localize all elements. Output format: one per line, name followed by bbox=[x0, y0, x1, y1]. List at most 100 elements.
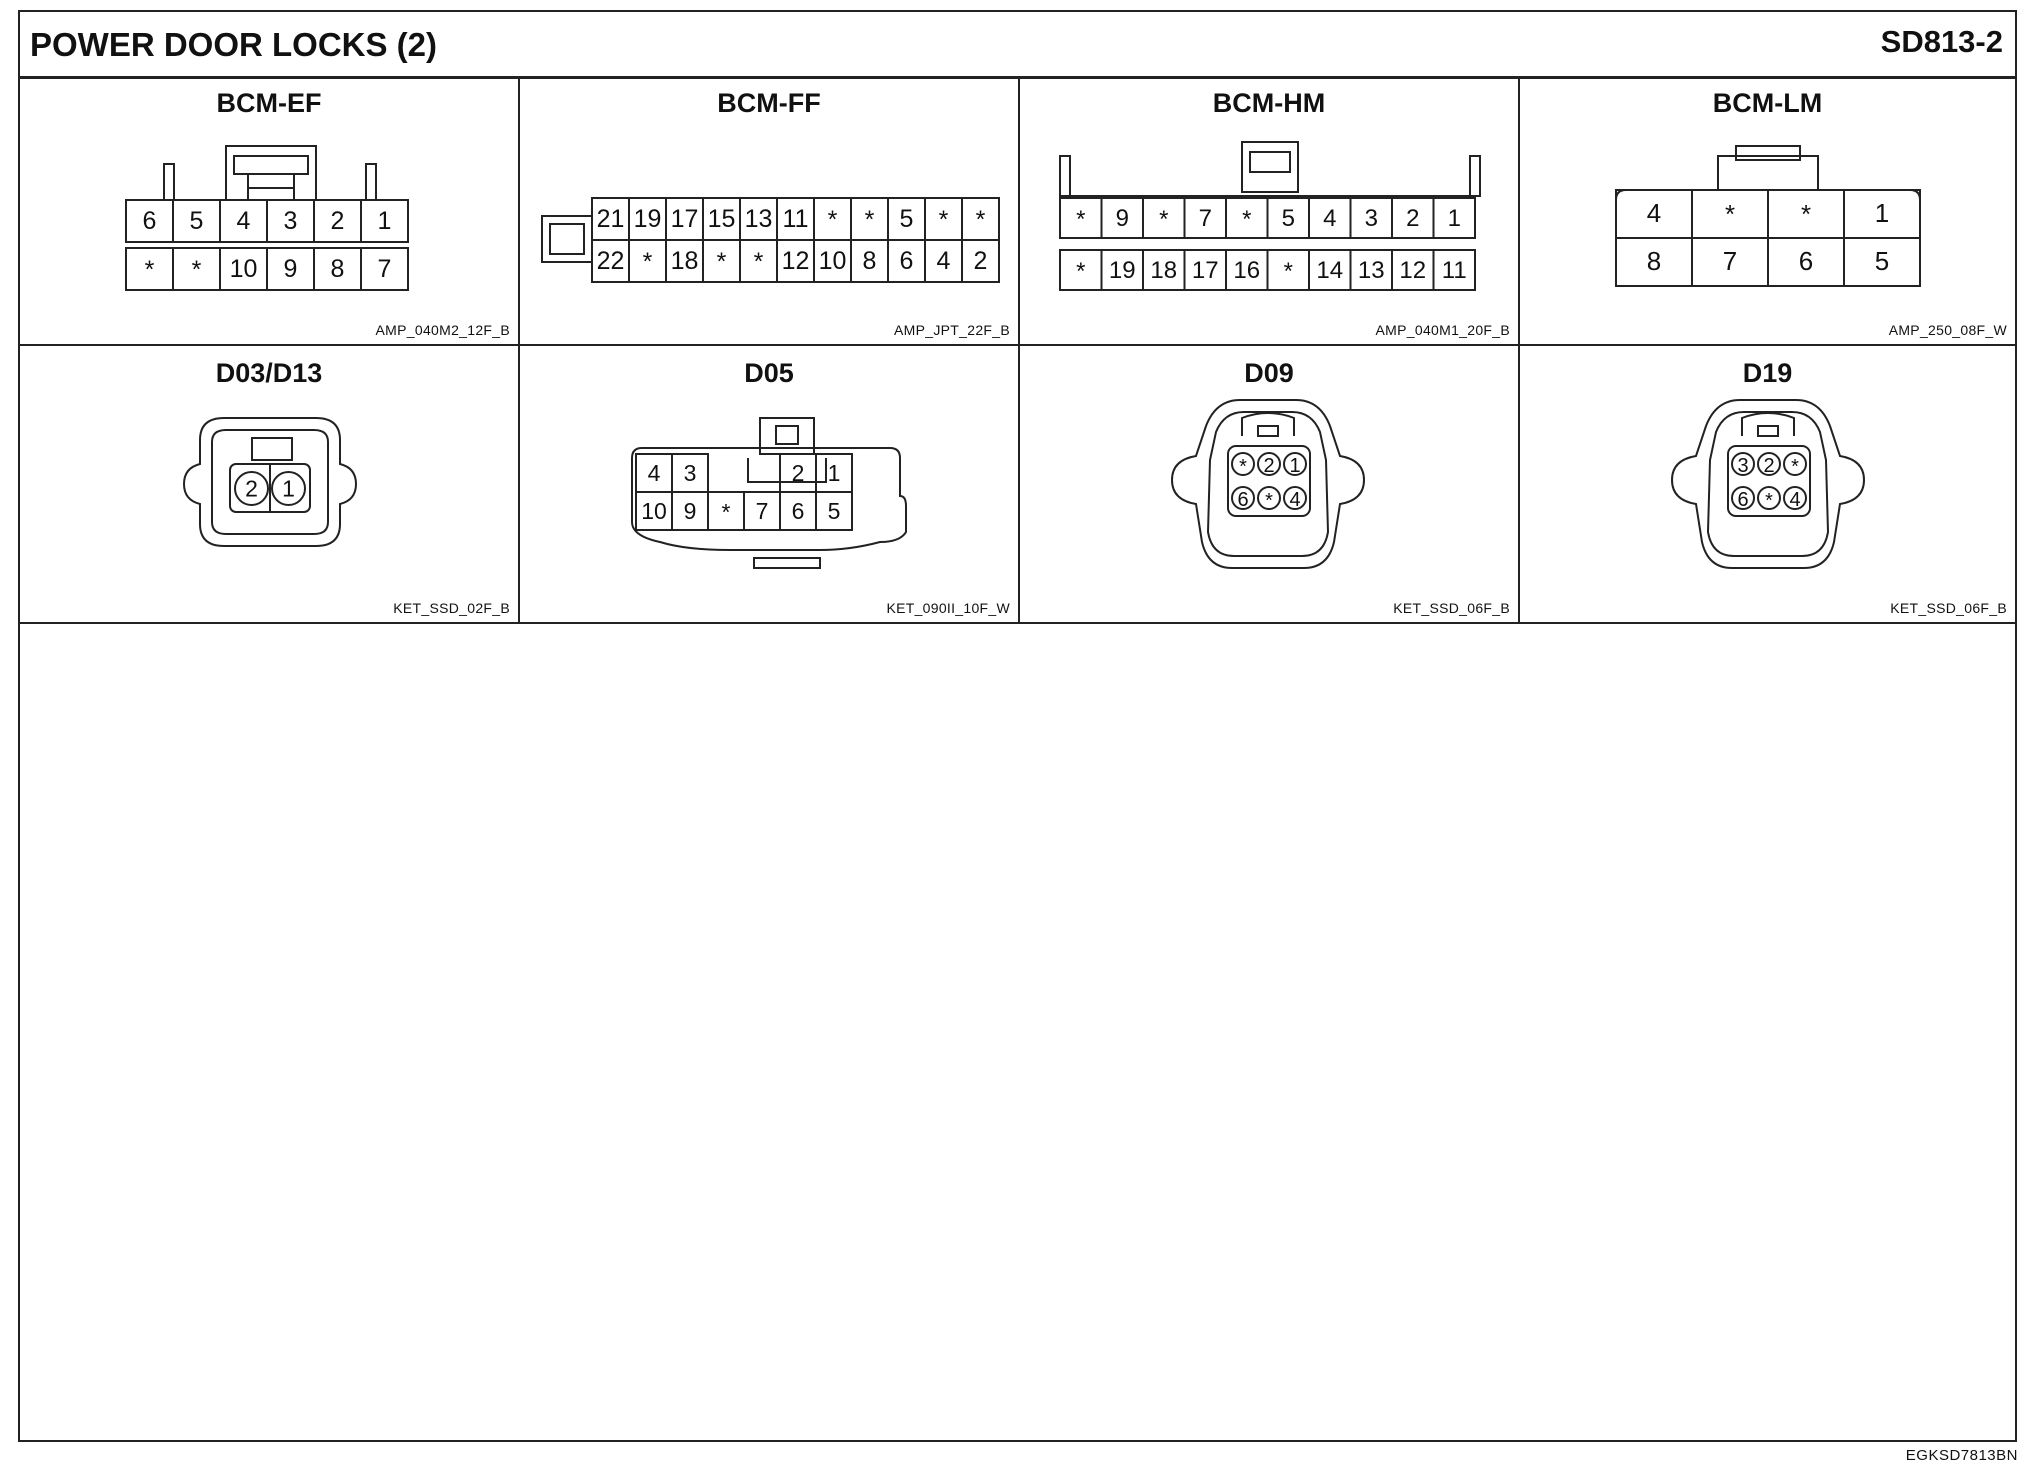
pin-cavity bbox=[1231, 452, 1255, 476]
connector-name: BCM-LM bbox=[1712, 88, 1823, 118]
pin-number: 19 bbox=[1109, 257, 1136, 284]
pin-number: 22 bbox=[597, 247, 625, 275]
connector-name: BCM-FF bbox=[717, 88, 821, 118]
pin-number: 4 bbox=[648, 460, 661, 486]
pin-number: 10 bbox=[641, 498, 667, 524]
page-title: POWER DOOR LOCKS (2) bbox=[30, 26, 438, 63]
pin-number: 5 bbox=[190, 207, 204, 235]
connector-name: BCM-EF bbox=[216, 88, 322, 118]
pin-cavity bbox=[961, 239, 1000, 283]
pin-number: 9 bbox=[1116, 205, 1129, 232]
pin-number: 14 bbox=[1316, 257, 1343, 284]
pin-number: * bbox=[1791, 456, 1799, 478]
pin-number: 19 bbox=[634, 205, 662, 233]
pin-cavity bbox=[1731, 486, 1755, 510]
pin-number: 5 bbox=[900, 205, 914, 233]
pin-number: 1 bbox=[828, 460, 841, 486]
pin-number: 7 bbox=[1723, 246, 1737, 276]
pin-cavity bbox=[1283, 452, 1307, 476]
pin-number: 10 bbox=[230, 255, 258, 283]
pin-number: * bbox=[828, 206, 838, 234]
pin-cavity bbox=[360, 247, 409, 291]
connector-name: D05 bbox=[744, 358, 794, 388]
pin-number: * bbox=[1076, 206, 1085, 233]
pin-number: 1 bbox=[1448, 205, 1461, 232]
pin-number: 21 bbox=[597, 205, 625, 233]
pin-number: * bbox=[643, 248, 653, 276]
pin-number: 1 bbox=[1289, 455, 1300, 477]
pin-number: * bbox=[192, 256, 202, 284]
pin-number: 6 bbox=[1237, 489, 1248, 511]
pin-number: 4 bbox=[1289, 489, 1300, 511]
pin-number: 4 bbox=[237, 207, 251, 235]
pin-number: * bbox=[145, 256, 155, 284]
pin-number: 4 bbox=[1647, 198, 1661, 228]
part-number: AMP_JPT_22F_B bbox=[894, 322, 1010, 338]
part-number: KET_SSD_06F_B bbox=[1890, 600, 2007, 616]
pin-number: 17 bbox=[671, 205, 699, 233]
pin-cavity bbox=[1257, 486, 1281, 510]
pin-number: 16 bbox=[1233, 257, 1260, 284]
part-number: KET_SSD_02F_B bbox=[393, 600, 510, 616]
pin-number: * bbox=[717, 248, 727, 276]
pin-number: 11 bbox=[783, 205, 809, 233]
pin-number: * bbox=[865, 206, 875, 234]
part-number: AMP_250_08F_W bbox=[1888, 322, 2007, 338]
pin-number: 12 bbox=[1399, 257, 1426, 284]
pin-number: * bbox=[754, 248, 764, 276]
pin-number: 6 bbox=[792, 498, 805, 524]
pin-number: 8 bbox=[1647, 246, 1661, 276]
drawing-id: EGKSD7813BN bbox=[1905, 1447, 2018, 1464]
pin-number: 2 bbox=[1406, 205, 1419, 232]
pin-number: * bbox=[1284, 258, 1293, 285]
pin-number: 2 bbox=[1763, 455, 1774, 477]
pin-number: 10 bbox=[819, 247, 847, 275]
pin-number: * bbox=[1801, 199, 1811, 229]
pin-cavity bbox=[1731, 452, 1755, 476]
pin-number: 8 bbox=[863, 247, 877, 275]
pin-cavity bbox=[1783, 486, 1807, 510]
header-bar: POWER DOOR LOCKS (2) SD813-2 bbox=[20, 12, 2015, 79]
pin-cavity bbox=[360, 199, 409, 243]
pin-number: 4 bbox=[937, 247, 951, 275]
part-number: AMP_040M2_12F_B bbox=[375, 322, 510, 338]
pin-number: 13 bbox=[1358, 257, 1385, 284]
pin-cavity bbox=[234, 471, 269, 506]
pin-number: 11 bbox=[1442, 257, 1467, 284]
pin-cavity bbox=[1257, 452, 1281, 476]
pin-number: 4 bbox=[1789, 489, 1800, 511]
pin-number: * bbox=[722, 499, 731, 525]
pin-number: 1 bbox=[378, 207, 392, 235]
pin-number: 2 bbox=[331, 207, 345, 235]
pin-number: * bbox=[1765, 490, 1773, 512]
pin-cavity bbox=[1432, 197, 1476, 239]
pin-number: 5 bbox=[1282, 205, 1295, 232]
pin-number: 1 bbox=[1875, 198, 1889, 228]
pin-cavity bbox=[1757, 452, 1781, 476]
pin-cavity bbox=[1757, 486, 1781, 510]
pin-number: 3 bbox=[1365, 205, 1378, 232]
pin-number: 6 bbox=[143, 207, 157, 235]
pin-number: 7 bbox=[378, 255, 392, 283]
pin-number: * bbox=[1159, 206, 1168, 233]
pin-number: 6 bbox=[1799, 246, 1813, 276]
pin-number: * bbox=[1239, 456, 1247, 478]
pin-number: * bbox=[1725, 199, 1735, 229]
part-number: AMP_040M1_20F_B bbox=[1375, 322, 1510, 338]
